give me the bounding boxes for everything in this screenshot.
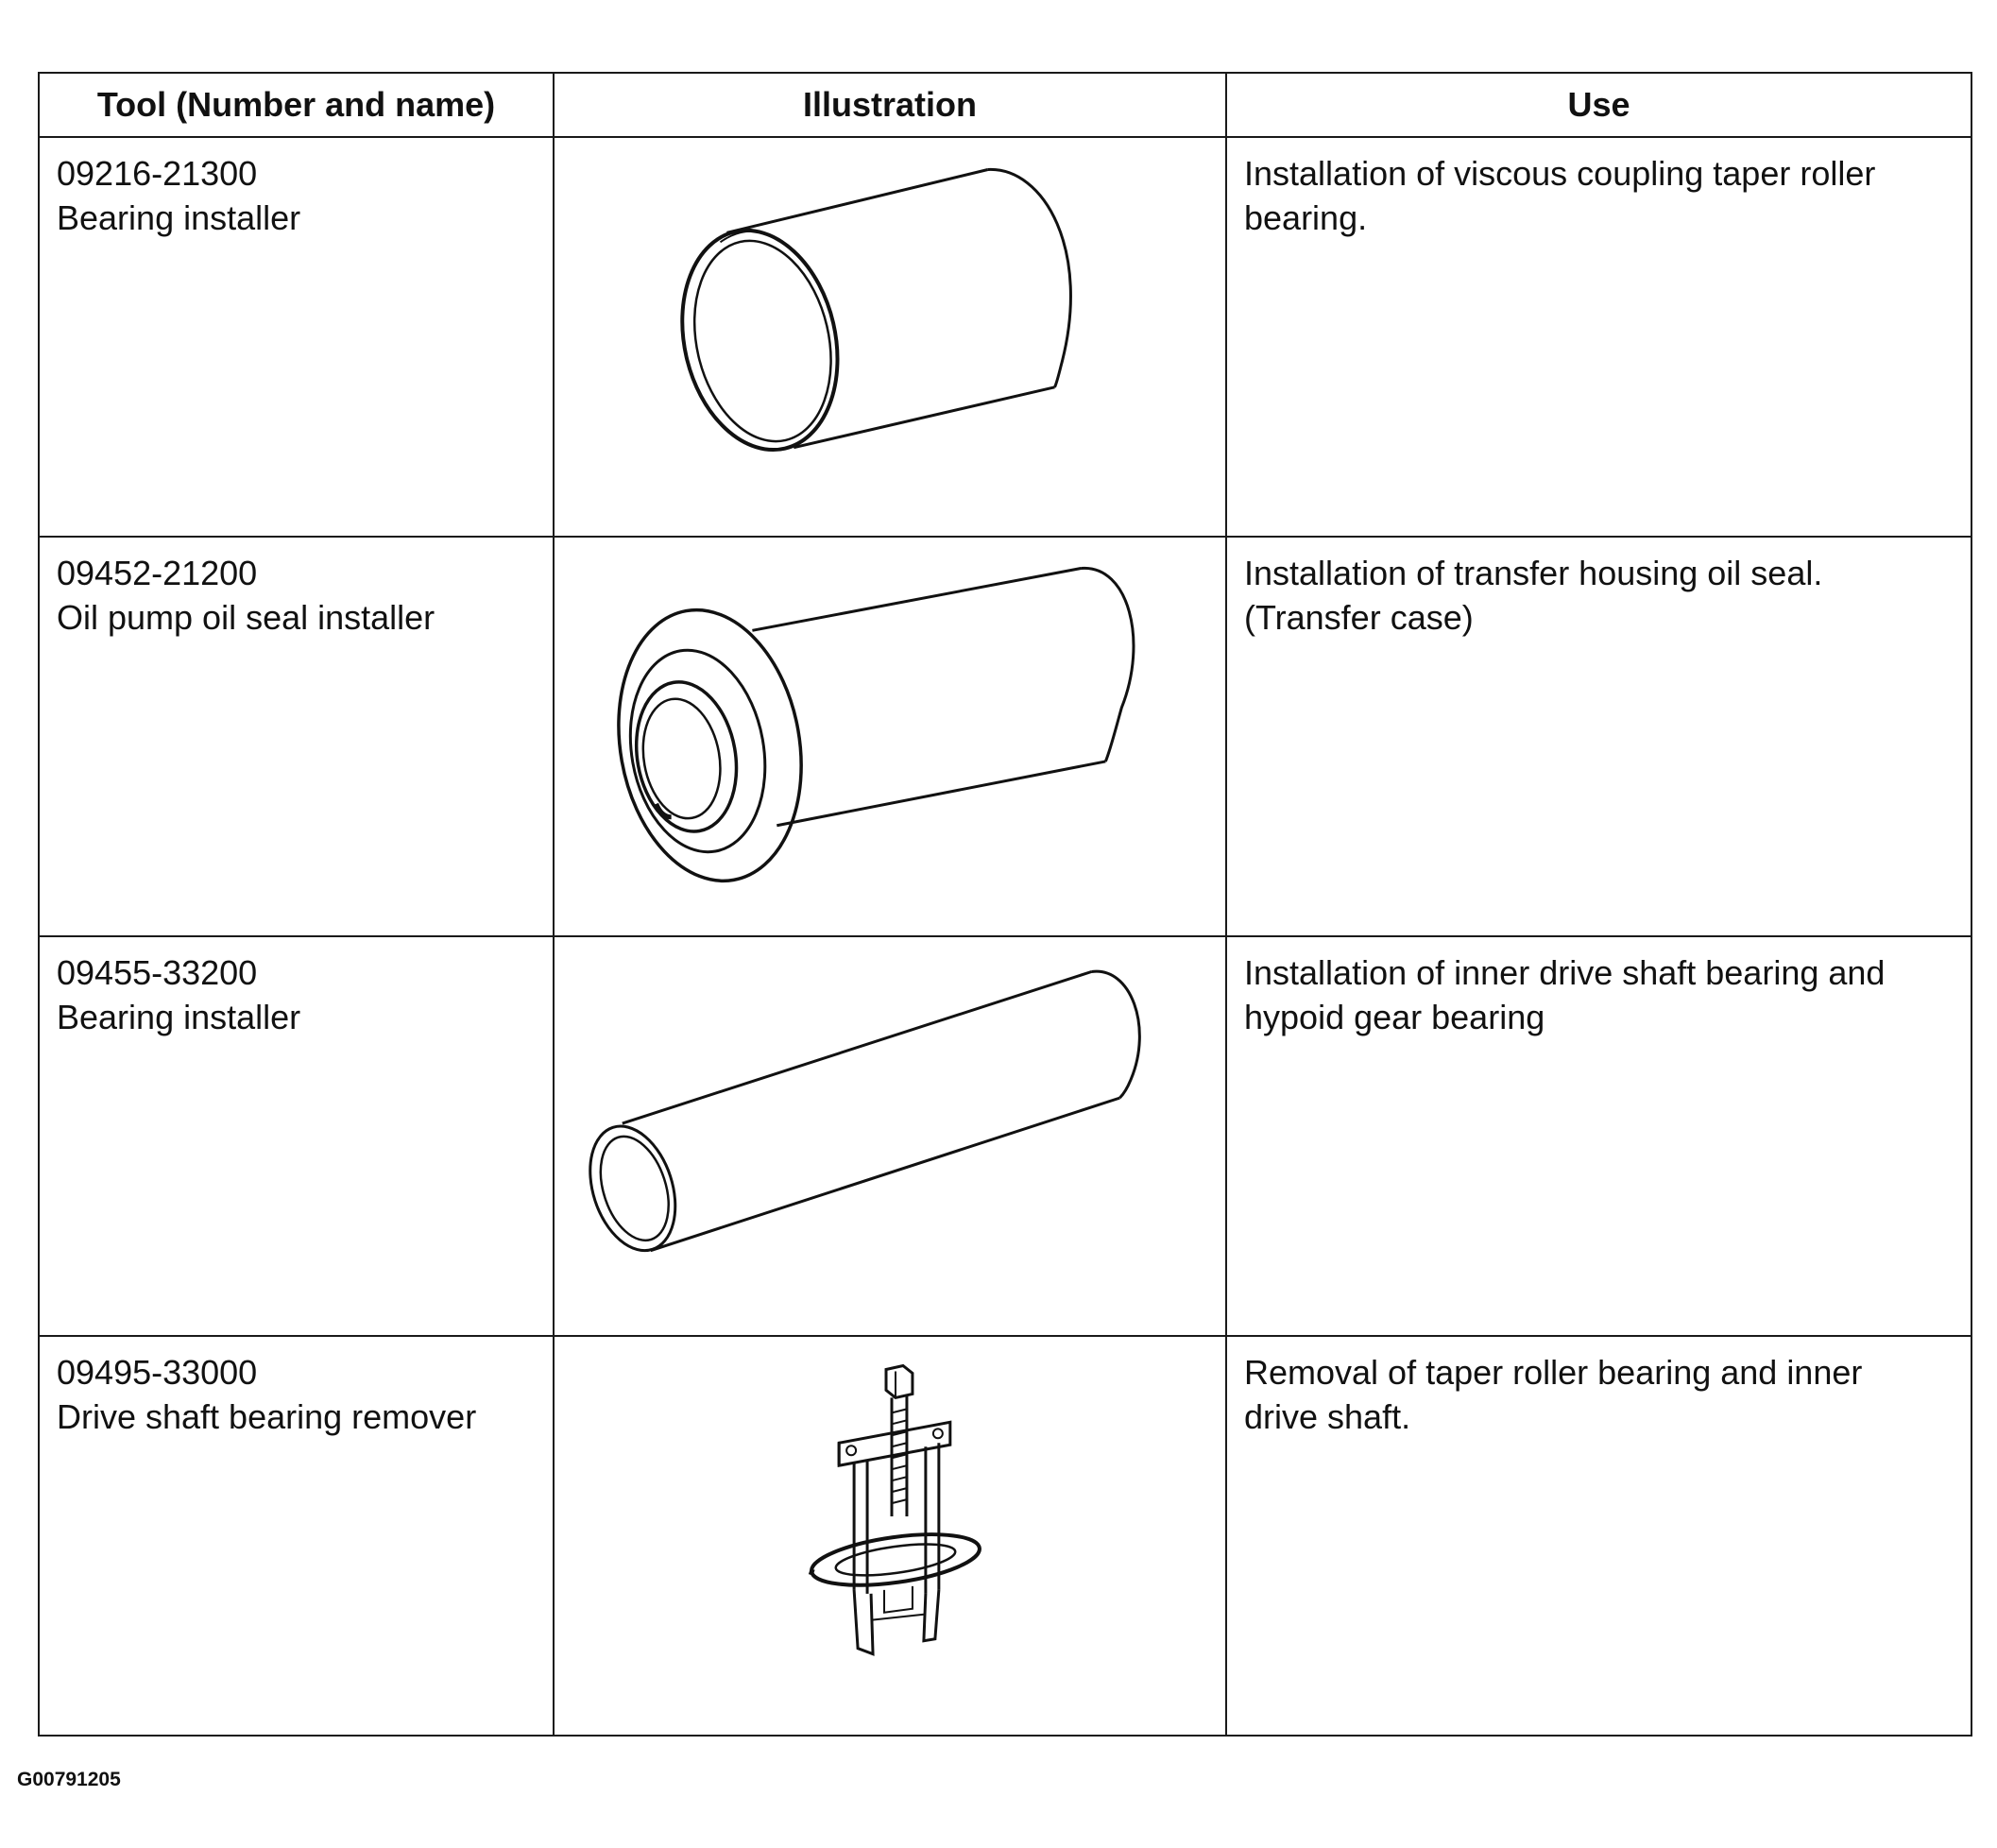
bearing-puller-icon: [808, 1363, 981, 1656]
header-tool: Tool (Number and name): [38, 72, 555, 138]
table-row: 09452-21200 Oil pump oil seal installer: [38, 536, 1972, 937]
tool-cell: 09216-21300 Bearing installer: [38, 136, 555, 538]
use-cell: Installation of viscous coupling taper r…: [1225, 136, 1972, 538]
use-cell: Installation of inner drive shaft bearin…: [1225, 935, 1972, 1337]
figure-code: G00791205: [17, 1769, 121, 1790]
tool-number: 09216-21300: [57, 154, 258, 193]
special-tools-table: Tool (Number and name) Illustration Use …: [38, 72, 1972, 1737]
use-cell: Installation of transfer housing oil sea…: [1225, 536, 1972, 937]
tool-number: 09495-33000: [57, 1353, 258, 1392]
tool-cell: 09495-33000 Drive shaft bearing remover: [38, 1335, 555, 1737]
tool-number: 09455-33200: [57, 953, 258, 992]
header-use: Use: [1225, 72, 1972, 138]
flanged-seal-installer-icon: [617, 566, 1135, 883]
table-row: 09455-33200 Bearing installer Installati…: [38, 935, 1972, 1337]
table-row: 09216-21300 Bearing installer Installati…: [38, 136, 1972, 538]
illustration-cell: [553, 935, 1227, 1337]
illustration-cell: [553, 1335, 1227, 1737]
use-text: Installation of viscous coupling taper r…: [1244, 154, 1876, 237]
bearing-installer-long-tube-icon: [589, 969, 1141, 1253]
tool-name: Bearing installer: [57, 998, 301, 1036]
table-header-row: Tool (Number and name) Illustration Use: [38, 72, 1972, 138]
header-illustration: Illustration: [553, 72, 1227, 138]
tool-cell: 09452-21200 Oil pump oil seal installer: [38, 536, 555, 937]
use-text: Removal of taper roller bearing and inne…: [1244, 1353, 1863, 1436]
tool-name: Oil pump oil seal installer: [57, 598, 435, 637]
tool-cell: 09455-33200 Bearing installer: [38, 935, 555, 1337]
bearing-installer-short-sleeve-icon: [680, 167, 1072, 453]
use-text: Installation of inner drive shaft bearin…: [1244, 953, 1886, 1036]
use-cell: Removal of taper roller bearing and inne…: [1225, 1335, 1972, 1737]
use-text: Installation of transfer housing oil sea…: [1244, 554, 1823, 637]
tool-name: Drive shaft bearing remover: [57, 1397, 477, 1436]
tool-number: 09452-21200: [57, 554, 258, 592]
table-row: 09495-33000 Drive shaft bearing remover: [38, 1335, 1972, 1737]
illustration-cell: [553, 536, 1227, 937]
illustration-cell: [553, 136, 1227, 538]
tool-name: Bearing installer: [57, 198, 301, 237]
